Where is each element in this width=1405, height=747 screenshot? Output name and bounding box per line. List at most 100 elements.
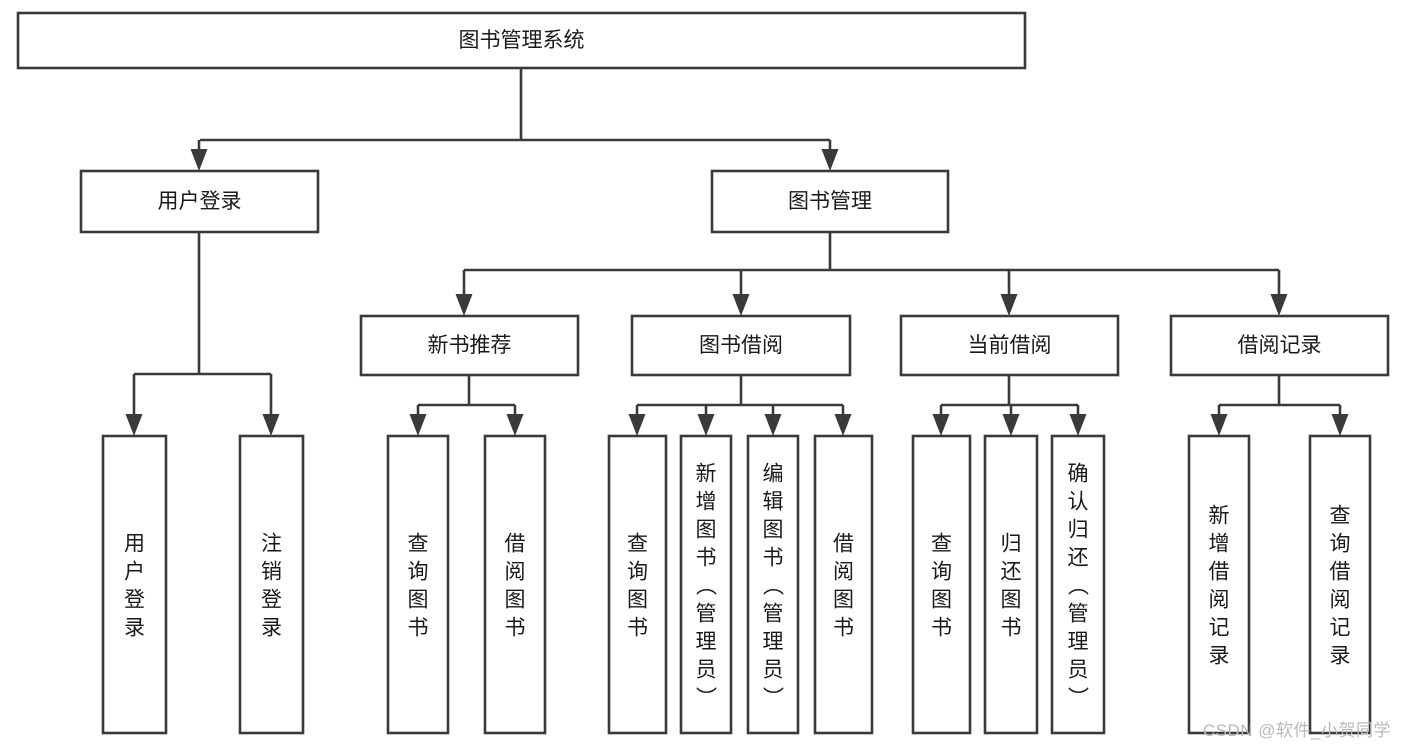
node-leaf-user-logout-label: 注销登录 bbox=[261, 533, 282, 640]
bus-user-login bbox=[134, 232, 271, 376]
node-leaf-borrow-book-2-label: 借阅图书 bbox=[833, 533, 854, 640]
arrow-leaf-edit-book-head bbox=[764, 414, 782, 436]
arrow-leaf-query-book-1-head bbox=[409, 414, 427, 436]
node-new-book-rec-label: 新书推荐 bbox=[428, 334, 512, 357]
node-user-login-box[interactable] bbox=[79, 169, 320, 234]
arrow-book-borrow bbox=[732, 270, 750, 316]
arrow-leaf-add-book-head bbox=[697, 414, 715, 436]
arrow-book-manage bbox=[821, 140, 839, 171]
node-book-borrow-box[interactable] bbox=[630, 314, 852, 377]
node-leaf-query-book-2-label: 查询图书 bbox=[627, 533, 648, 640]
node-book-manage-box[interactable] bbox=[710, 169, 950, 234]
node-current-borrow-box[interactable] bbox=[899, 314, 1120, 377]
node-leaf-query-record-label: 查询借阅记录 bbox=[1330, 505, 1351, 668]
node-leaf-user-logout[interactable]: 注销登录 bbox=[238, 434, 305, 735]
arrow-borrow-record bbox=[1270, 270, 1288, 316]
arrow-leaf-user-logout-head bbox=[262, 414, 280, 436]
node-layer: 图书管理系统用户登录图书管理新书推荐图书借阅当前借阅借阅记录用户登录注销登录查询… bbox=[16, 11, 1390, 735]
node-new-book-rec[interactable]: 新书推荐 bbox=[359, 314, 580, 377]
node-book-borrow[interactable]: 图书借阅 bbox=[630, 314, 852, 377]
node-borrow-record[interactable]: 借阅记录 bbox=[1169, 314, 1390, 377]
node-leaf-edit-book-label: 编辑图书（管理员） bbox=[763, 463, 785, 710]
node-user-login[interactable]: 用户登录 bbox=[79, 169, 320, 234]
arrow-book-borrow-head bbox=[732, 294, 750, 316]
node-book-manage[interactable]: 图书管理 bbox=[710, 169, 950, 234]
arrow-leaf-return-book bbox=[1002, 405, 1020, 436]
node-leaf-user-logout-box[interactable] bbox=[238, 434, 305, 735]
arrow-new-book-rec-head bbox=[455, 294, 473, 316]
node-leaf-add-record[interactable]: 新增借阅记录 bbox=[1187, 434, 1251, 735]
node-leaf-borrow-book-1[interactable]: 借阅图书 bbox=[483, 434, 547, 735]
arrow-leaf-borrow-book-2 bbox=[834, 405, 852, 436]
arrow-leaf-query-book-1 bbox=[409, 405, 427, 436]
arrow-leaf-user-login-head bbox=[125, 414, 143, 436]
node-leaf-confirm-return[interactable]: 确认归还（管理员） bbox=[1050, 434, 1106, 735]
node-leaf-confirm-return-box[interactable] bbox=[1050, 434, 1106, 735]
node-leaf-add-book-box[interactable] bbox=[679, 434, 733, 735]
node-leaf-query-book-3-label: 查询图书 bbox=[931, 533, 952, 640]
node-leaf-add-record-box[interactable] bbox=[1187, 434, 1251, 735]
arrow-leaf-confirm-return bbox=[1069, 405, 1087, 436]
node-leaf-query-book-3-box[interactable] bbox=[911, 434, 972, 735]
arrow-leaf-query-book-2 bbox=[628, 405, 646, 436]
arrow-borrow-record-head bbox=[1270, 294, 1288, 316]
node-current-borrow-label: 当前借阅 bbox=[968, 334, 1052, 357]
node-leaf-return-book-box[interactable] bbox=[983, 434, 1039, 735]
node-current-borrow[interactable]: 当前借阅 bbox=[899, 314, 1120, 377]
arrow-current-borrow bbox=[1000, 270, 1018, 316]
node-leaf-return-book-label: 归还图书 bbox=[1001, 533, 1022, 640]
arrow-leaf-borrow-book-2-head bbox=[834, 414, 852, 436]
node-leaf-query-book-2[interactable]: 查询图书 bbox=[607, 434, 668, 735]
arrow-book-manage-head bbox=[821, 149, 839, 171]
arrow-leaf-borrow-book-1 bbox=[506, 405, 524, 436]
node-book-borrow-label: 图书借阅 bbox=[699, 334, 783, 357]
node-root-undefined-box[interactable] bbox=[16, 11, 1027, 70]
node-user-login-label: 用户登录 bbox=[158, 190, 242, 213]
bus-new-book-rec bbox=[418, 375, 515, 407]
arrow-leaf-edit-book bbox=[764, 405, 782, 436]
arrow-leaf-borrow-book-1-head bbox=[506, 414, 524, 436]
node-leaf-borrow-book-2-box[interactable] bbox=[813, 434, 874, 735]
node-root-undefined[interactable]: 图书管理系统 bbox=[16, 11, 1027, 70]
arrow-layer bbox=[125, 140, 1349, 436]
node-leaf-user-login[interactable]: 用户登录 bbox=[101, 434, 168, 735]
node-leaf-borrow-book-1-label: 借阅图书 bbox=[505, 533, 526, 640]
arrow-leaf-query-book-2-head bbox=[628, 414, 646, 436]
bus-current-borrow bbox=[941, 375, 1078, 407]
node-leaf-add-book[interactable]: 新增图书（管理员） bbox=[679, 434, 733, 735]
node-leaf-borrow-book-2[interactable]: 借阅图书 bbox=[813, 434, 874, 735]
node-new-book-rec-box[interactable] bbox=[359, 314, 580, 377]
node-borrow-record-box[interactable] bbox=[1169, 314, 1390, 377]
connector-layer bbox=[134, 68, 1340, 407]
node-leaf-query-record-box[interactable] bbox=[1308, 434, 1372, 735]
arrow-leaf-add-book bbox=[697, 405, 715, 436]
node-leaf-add-record-label: 新增借阅记录 bbox=[1209, 505, 1230, 668]
arrow-user-login-head bbox=[190, 149, 208, 171]
arrow-leaf-return-book-head bbox=[1002, 414, 1020, 436]
node-leaf-borrow-book-1-box[interactable] bbox=[483, 434, 547, 735]
arrow-user-login bbox=[190, 140, 208, 171]
node-leaf-query-book-1-box[interactable] bbox=[386, 434, 450, 735]
node-leaf-edit-book[interactable]: 编辑图书（管理员） bbox=[746, 434, 800, 735]
arrow-current-borrow-head bbox=[1000, 294, 1018, 316]
node-leaf-query-book-2-box[interactable] bbox=[607, 434, 668, 735]
bus-book-manage bbox=[464, 232, 1279, 272]
node-leaf-query-record[interactable]: 查询借阅记录 bbox=[1308, 434, 1372, 735]
node-root-undefined-label: 图书管理系统 bbox=[459, 29, 585, 52]
bus-borrow-record bbox=[1219, 375, 1340, 407]
node-leaf-query-book-3[interactable]: 查询图书 bbox=[911, 434, 972, 735]
node-leaf-query-book-1[interactable]: 查询图书 bbox=[386, 434, 450, 735]
arrow-leaf-add-record-head bbox=[1210, 414, 1228, 436]
node-borrow-record-label: 借阅记录 bbox=[1238, 334, 1322, 357]
node-leaf-add-book-label: 新增图书（管理员） bbox=[696, 463, 718, 710]
arrow-leaf-add-record bbox=[1210, 405, 1228, 436]
node-leaf-return-book[interactable]: 归还图书 bbox=[983, 434, 1039, 735]
node-leaf-query-book-1-label: 查询图书 bbox=[408, 533, 429, 640]
arrow-new-book-rec bbox=[455, 270, 473, 316]
node-leaf-confirm-return-label: 确认归还（管理员） bbox=[1068, 463, 1090, 710]
node-leaf-user-login-box[interactable] bbox=[101, 434, 168, 735]
bus-book-borrow bbox=[637, 375, 843, 407]
node-leaf-edit-book-box[interactable] bbox=[746, 434, 800, 735]
